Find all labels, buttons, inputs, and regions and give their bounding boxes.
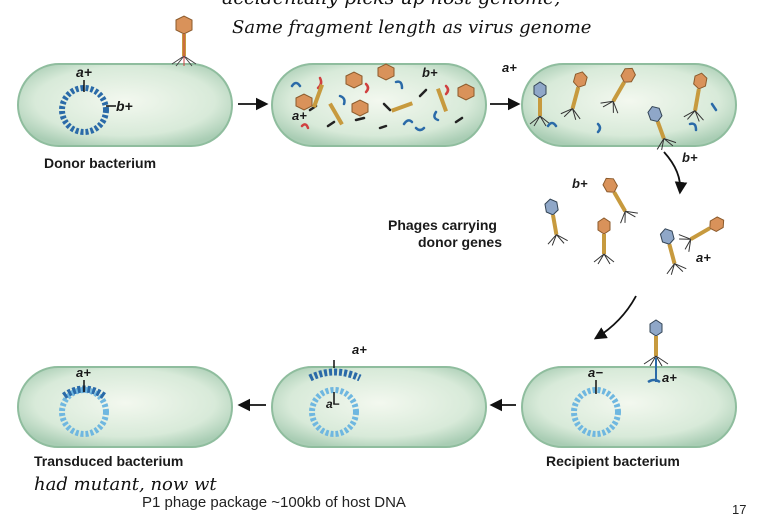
lysed-dna-fragments [546, 102, 718, 134]
donor-cell [17, 63, 233, 147]
caption: P1 phage package ~100kb of host DNA [142, 494, 406, 511]
lysed-gene-a-label: a+ [502, 60, 517, 75]
lysing-gene-b-label: b+ [422, 65, 438, 80]
transduced-chromosome [59, 380, 109, 437]
phage-gene-a-label: a+ [696, 250, 711, 265]
handwritten-note-bottom: had mutant, now wt [34, 474, 217, 495]
recombination-gene-a-plus: a+ [352, 342, 367, 357]
page-number: 17 [732, 502, 747, 517]
arrow-3 [663, 151, 688, 195]
phages-label-line2: donor genes [418, 234, 502, 250]
transduced-gene-a-plus: a+ [76, 365, 91, 380]
fragmented-dna [290, 76, 464, 132]
transduced-cell [17, 366, 233, 448]
donor-gene-b-label: b+ [116, 98, 133, 114]
donor-chromosome [59, 80, 116, 135]
lysed-gene-b-label: b+ [682, 150, 698, 165]
recipient-label: Recipient bacterium [546, 453, 680, 469]
lysing-cell [271, 63, 487, 147]
handwritten-note-line2: Same fragment length as virus genome [232, 17, 591, 38]
recombination-gene-a-minus: a− [326, 397, 340, 411]
recombining-cell [271, 366, 487, 448]
donor-gene-a-label: a+ [76, 64, 92, 80]
free-phages [544, 177, 725, 275]
injecting-phage [643, 319, 669, 382]
handwritten-note-line1: accidentally picks up host genome, [222, 0, 560, 9]
recipient-chromosome [571, 378, 661, 437]
recipient-gene-a-minus: a− [588, 365, 603, 380]
recipient-gene-a-plus: a+ [662, 370, 677, 385]
transduced-label: Transduced bacterium [34, 453, 183, 469]
new-phages [529, 67, 708, 151]
infecting-phage [171, 15, 197, 67]
donor-label: Donor bacterium [44, 155, 156, 171]
arrow-4 [593, 295, 637, 340]
phage-gene-b-label: b+ [572, 176, 588, 191]
recombining-chromosome [308, 360, 362, 437]
recipient-cell [521, 366, 737, 448]
phage-parts [295, 63, 475, 126]
lysing-gene-a-label: a+ [292, 108, 307, 123]
phages-label-line1: Phages carrying [388, 217, 497, 233]
